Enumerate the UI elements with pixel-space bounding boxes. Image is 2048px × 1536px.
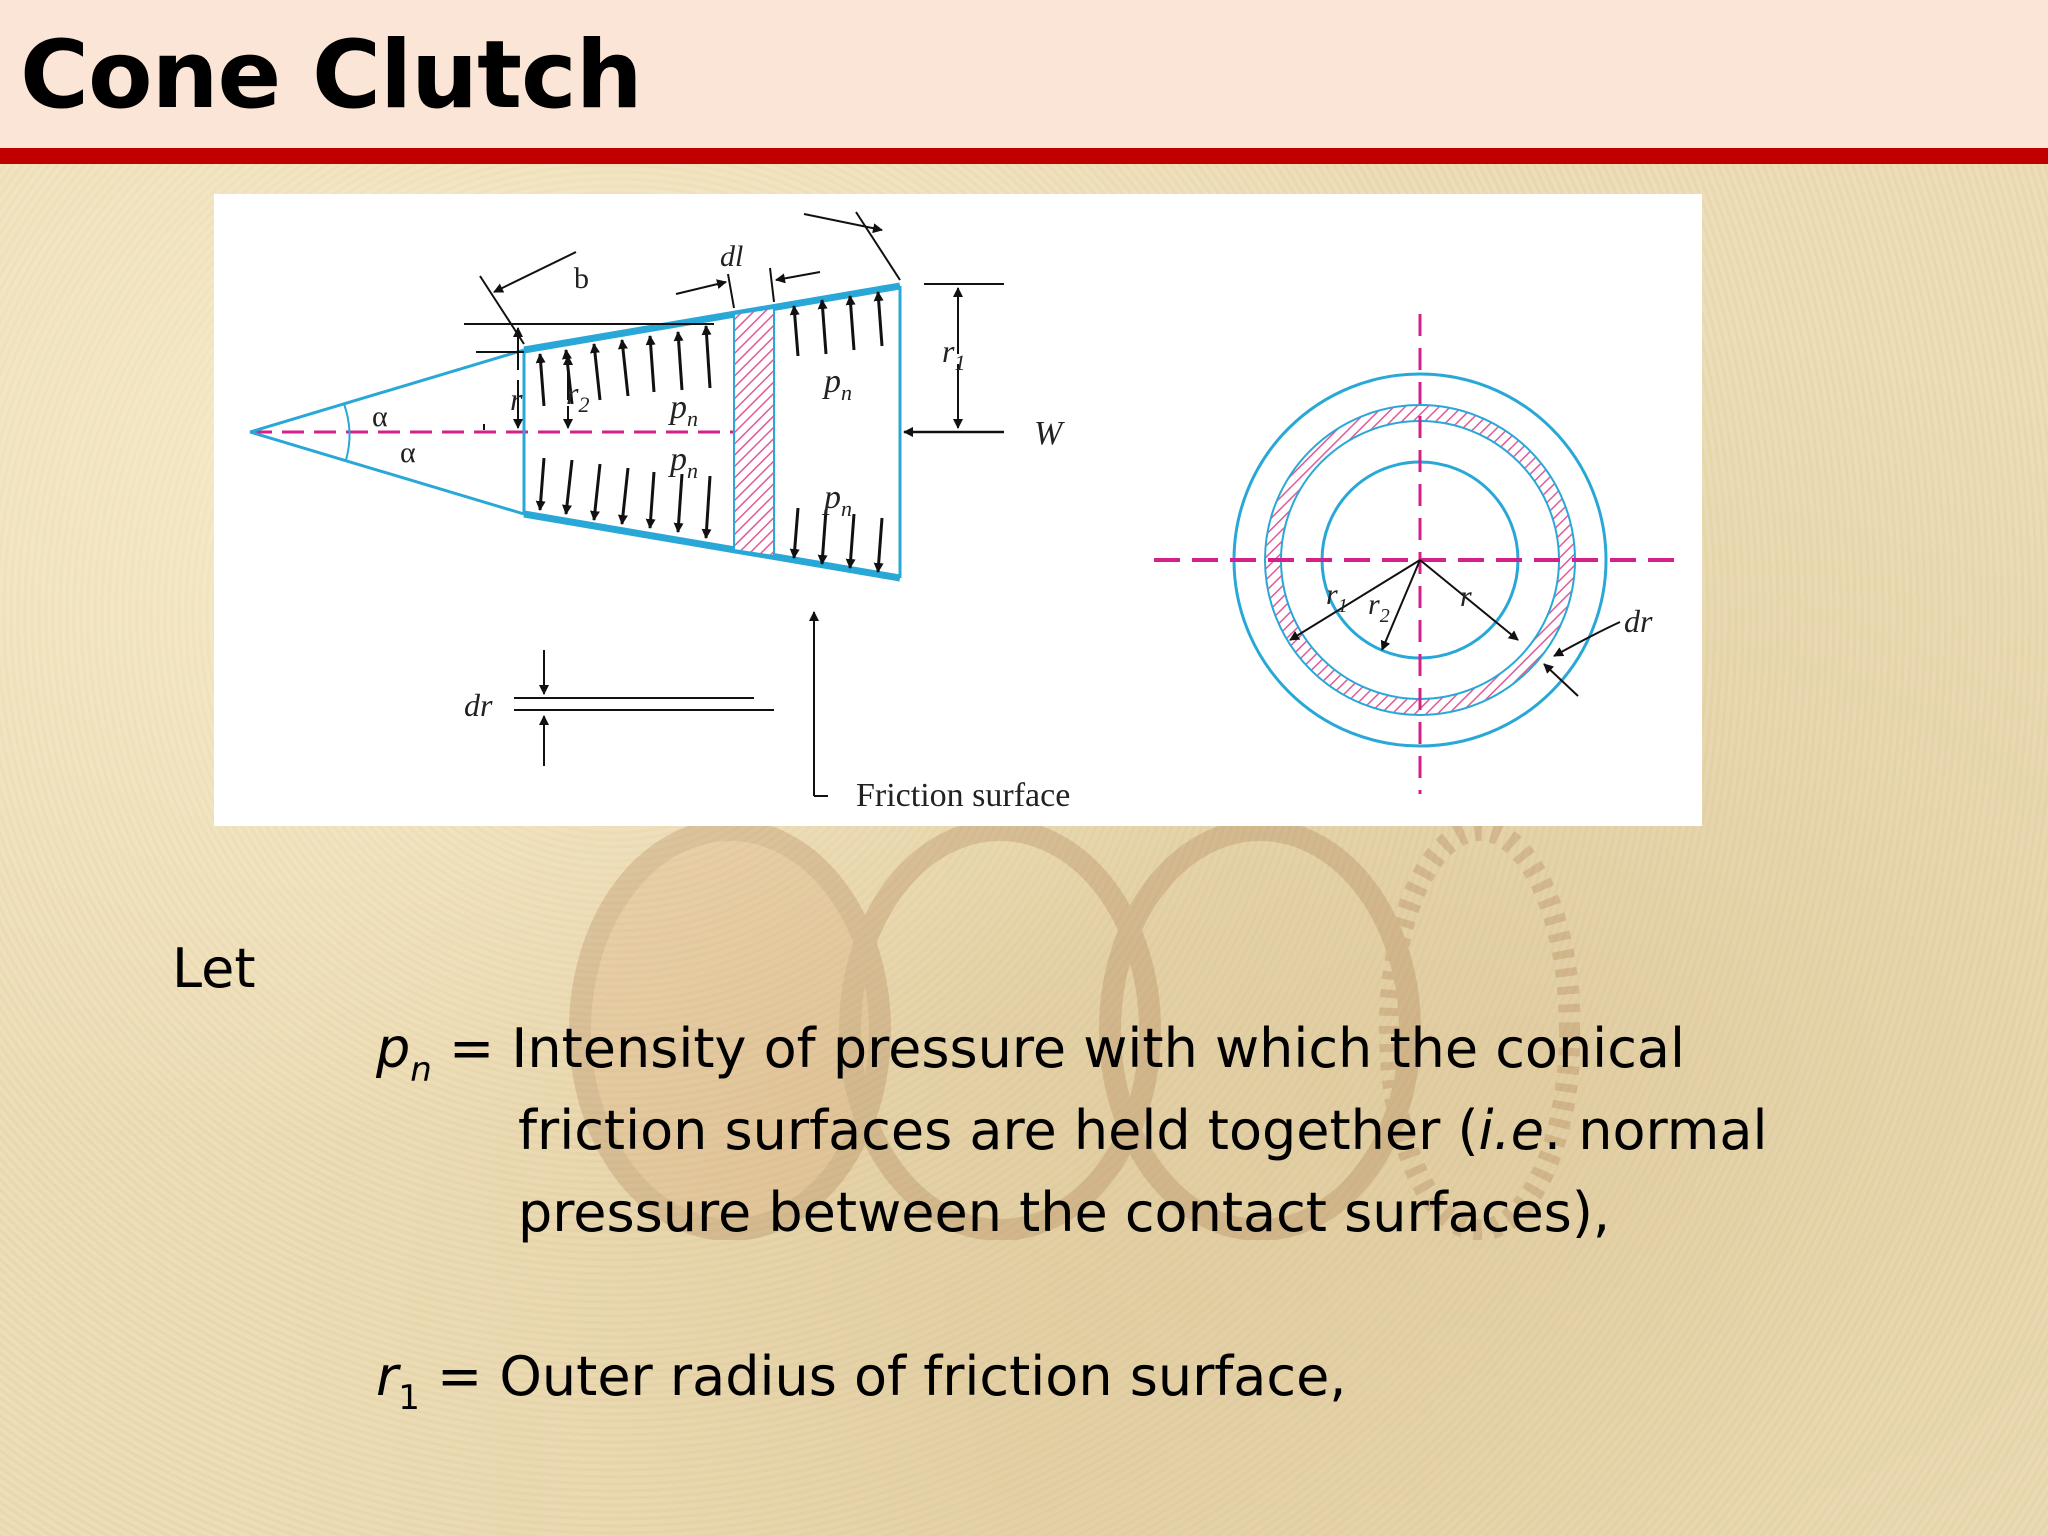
label-dr: dr xyxy=(464,687,493,723)
title-bar: Cone Clutch xyxy=(0,0,2048,148)
let-label: Let xyxy=(172,937,256,1000)
pressure-arrows-lower-left xyxy=(535,457,712,539)
pn-definition-text-2a: friction surfaces are held together ( xyxy=(518,1099,1479,1162)
cone-clutch-diagram-svg: b dl r1 W xyxy=(249,211,1686,814)
r1-subscript: 1 xyxy=(398,1378,420,1418)
ie-abbreviation: i.e xyxy=(1478,1099,1544,1162)
definition-r1: r1 = Outer radius of friction surface, xyxy=(376,1336,1346,1439)
pressure-arrows-lower-right xyxy=(789,507,884,573)
slide-title: Cone Clutch xyxy=(20,21,643,130)
label-r: r xyxy=(510,381,523,417)
pn-subscript: n xyxy=(410,1050,432,1090)
label-alpha-lower: α xyxy=(400,436,416,469)
r1-symbol: r xyxy=(376,1345,399,1408)
pressure-arrows-upper-right xyxy=(789,291,884,357)
dimension-dl xyxy=(675,267,821,309)
dimension-r xyxy=(464,323,714,430)
label-alpha-upper: α xyxy=(372,400,388,433)
friction-surface-lower xyxy=(523,510,901,582)
cone-section-view: b dl r1 W xyxy=(249,211,1070,814)
label-r2: r2 xyxy=(566,375,589,417)
friction-surface-leader xyxy=(809,611,828,797)
angle-arc xyxy=(343,403,351,461)
label-pn-3: pn xyxy=(668,441,698,483)
label-pn-1: pn xyxy=(668,389,698,431)
pn-symbol: p xyxy=(376,1017,411,1080)
label-end-r: r xyxy=(1460,580,1472,613)
definition-pn-line-2: friction surfaces are held together (i.e… xyxy=(518,1090,1767,1172)
label-pn-4: pn xyxy=(822,479,852,521)
element-strip-dl xyxy=(733,306,775,558)
label-pn-2: pn xyxy=(822,363,852,405)
label-dl: dl xyxy=(720,240,743,273)
label-b: b xyxy=(574,262,589,295)
end-view-radii xyxy=(1289,559,1621,697)
cone-clutch-diagram: b dl r1 W xyxy=(214,194,1702,826)
dimension-dr xyxy=(514,650,774,766)
pn-definition-text-1: = Intensity of pressure with which the c… xyxy=(431,1017,1685,1080)
label-end-r1: r1 xyxy=(1326,578,1348,617)
r1-definition-text: = Outer radius of friction surface, xyxy=(419,1345,1347,1408)
definition-pn-line-3: pressure between the contact surfaces), xyxy=(518,1181,1611,1244)
pn-definition-text-2b: . normal xyxy=(1543,1099,1768,1162)
friction-surface-upper xyxy=(523,282,901,354)
definition-pn-line-1: pn = Intensity of pressure with which th… xyxy=(376,1008,1685,1111)
clutch-watermark-image xyxy=(569,820,1580,1240)
label-W: W xyxy=(1034,415,1065,452)
label-end-r2: r2 xyxy=(1368,588,1390,627)
label-friction-surface: Friction surface xyxy=(856,777,1070,814)
title-divider xyxy=(0,148,2048,164)
cone-upper-edge xyxy=(249,348,525,434)
end-view: r1 r2 r dr xyxy=(1154,314,1686,794)
cone-lower-edge xyxy=(249,430,525,516)
label-end-dr: dr xyxy=(1624,603,1653,639)
label-r1: r1 xyxy=(942,333,965,375)
